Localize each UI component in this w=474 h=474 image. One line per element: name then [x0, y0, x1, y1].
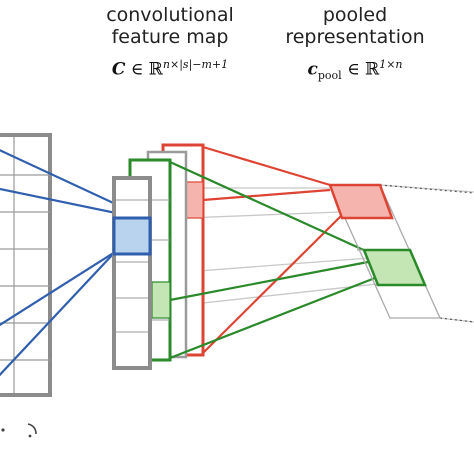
- feature-map-label: convolutional feature map: [80, 4, 260, 48]
- red-line: [202, 145, 331, 187]
- pooled-red-cell: [328, 183, 394, 220]
- green-line: [169, 160, 369, 254]
- blue-line: [0, 251, 116, 327]
- pooled-dims: 1×n: [379, 58, 403, 71]
- pooled-element-of-symbol: ∈: [347, 59, 360, 80]
- front-layer-box: [112, 176, 152, 370]
- red-highlight-cell: [184, 181, 204, 219]
- red-line: [202, 211, 346, 354]
- pooled-label-line2: representation: [285, 26, 425, 48]
- bottom-left-partial-marks: [1, 423, 37, 438]
- pooling-connections-gray: [184, 184, 474, 323]
- blue-feature-cell: [112, 216, 152, 256]
- gray-line: [184, 281, 396, 306]
- pooled-vector: [328, 183, 442, 319]
- green-line: [169, 260, 369, 302]
- red-line: [202, 188, 331, 202]
- pooled-green-cell: [362, 248, 427, 287]
- dotted-line-bottom: [439, 317, 474, 323]
- feature-map-formula: C ∈ ℝn×|s|−m+1: [80, 58, 260, 80]
- feature-map-symbol: C: [111, 59, 126, 80]
- real-set-symbol: ℝ: [148, 59, 163, 80]
- feature-map-dims: n×|s|−m+1: [162, 58, 229, 71]
- pooled-subscript: pool: [317, 69, 342, 83]
- dotted-line-top: [379, 184, 474, 194]
- pooled-symbol: c: [307, 59, 318, 80]
- input-matrix: [0, 133, 52, 397]
- feature-map-label-line2: feature map: [111, 26, 229, 48]
- pooled-formula: cpool ∈ ℝ1×n: [270, 58, 440, 82]
- feature-map-front: [112, 176, 152, 370]
- green-line: [169, 276, 376, 360]
- partial-mark-dot: [1, 428, 5, 432]
- green-highlight-cell: [151, 281, 171, 319]
- pooling-connections-red: [202, 145, 346, 354]
- gray-line: [184, 211, 341, 219]
- input-matrix-border: [0, 133, 52, 397]
- output-dotted-lines: [379, 184, 474, 323]
- feature-map-label-line1: convolutional: [106, 4, 234, 26]
- pooled-representation-label: pooled representation: [260, 4, 450, 48]
- element-of-symbol: ∈: [130, 59, 144, 80]
- gray-line: [184, 257, 371, 273]
- partial-mark-dot: [28, 434, 32, 438]
- gray-line: [379, 184, 474, 193]
- partial-mark-curve: [27, 423, 37, 435]
- pooled-label-line1: pooled: [322, 4, 388, 26]
- pooling-connections-green: [169, 160, 376, 360]
- blue-line: [0, 251, 116, 377]
- pooled-real-set-symbol: ℝ: [365, 59, 380, 80]
